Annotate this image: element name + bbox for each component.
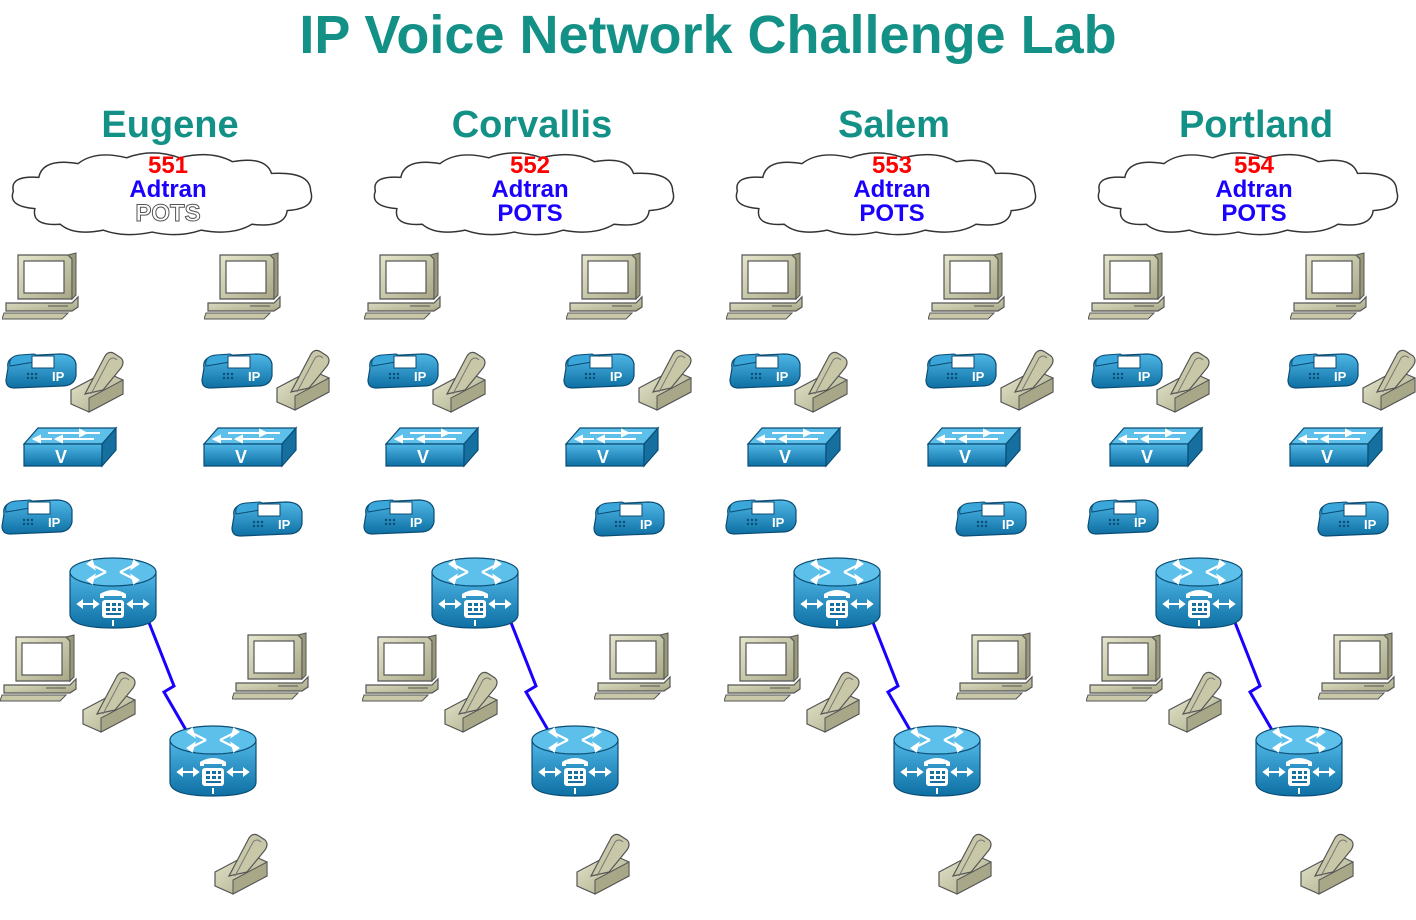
analog-phone-icon xyxy=(1300,833,1354,895)
analog-phone-icon xyxy=(938,833,992,895)
ip-phone-icon xyxy=(925,353,997,389)
analog-phone-icon xyxy=(444,671,498,733)
voice-router-icon xyxy=(430,556,520,630)
analog-phone-icon xyxy=(1156,351,1210,413)
service-label: POTS xyxy=(859,200,925,227)
service-label: POTS xyxy=(1221,200,1287,227)
voice-router-icon xyxy=(1154,556,1244,630)
serial-link-icon xyxy=(508,619,550,731)
service-label: POTS xyxy=(497,200,563,227)
pc-icon xyxy=(364,252,441,320)
site-number: 553 xyxy=(871,152,913,179)
site-name: Eugene xyxy=(101,104,239,146)
pc-icon xyxy=(566,252,643,320)
site-name: Salem xyxy=(838,104,950,146)
site-number: 552 xyxy=(509,152,551,179)
ip-phone-icon xyxy=(955,501,1027,537)
serial-link-icon xyxy=(1232,619,1274,731)
pc-icon xyxy=(1290,252,1367,320)
analog-phone-icon xyxy=(794,351,848,413)
analog-phone-icon xyxy=(576,833,630,895)
pc-icon xyxy=(1086,634,1163,702)
analog-phone-icon xyxy=(1362,349,1416,411)
pc-icon xyxy=(0,634,77,702)
provider-label: Adtran xyxy=(129,176,207,203)
analog-phone-icon xyxy=(432,351,486,413)
pc-icon xyxy=(594,632,671,700)
analog-phone-icon xyxy=(214,833,268,895)
provider-label: Adtran xyxy=(1215,176,1293,203)
voice-router-icon xyxy=(792,556,882,630)
serial-link-icon xyxy=(870,619,912,731)
analog-phone-icon xyxy=(82,671,136,733)
voice-switch-icon xyxy=(203,427,297,468)
analog-phone-icon xyxy=(1000,349,1054,411)
ip-phone-icon xyxy=(363,499,435,535)
site-name: Portland xyxy=(1178,104,1334,146)
ip-phone-icon xyxy=(201,353,273,389)
serial-link-icon xyxy=(146,619,188,731)
ip-phone-icon xyxy=(5,353,77,389)
pc-icon xyxy=(1318,632,1395,700)
ip-phone-icon xyxy=(1087,499,1159,535)
site-name: Corvallis xyxy=(451,104,613,146)
analog-phone-icon xyxy=(276,349,330,411)
page-title: IP Voice Network Challenge Lab xyxy=(299,5,1117,65)
analog-phone-icon xyxy=(1168,671,1222,733)
site-number: 551 xyxy=(147,152,189,179)
voice-switch-icon xyxy=(1289,427,1383,468)
ip-phone-icon xyxy=(593,501,665,537)
voice-router-icon xyxy=(168,724,258,798)
service-label: POTS xyxy=(135,200,201,227)
pc-icon xyxy=(726,252,803,320)
voice-switch-icon xyxy=(927,427,1021,468)
analog-phone-icon xyxy=(70,351,124,413)
ip-phone-icon xyxy=(231,501,303,537)
ip-phone-icon xyxy=(1317,501,1389,537)
voice-router-icon xyxy=(892,724,982,798)
ip-phone-icon xyxy=(1091,353,1163,389)
ip-phone-icon xyxy=(1,499,73,535)
pc-icon xyxy=(1088,252,1165,320)
site-number: 554 xyxy=(1233,152,1275,179)
analog-phone-icon xyxy=(638,349,692,411)
pc-icon xyxy=(2,252,79,320)
pc-icon xyxy=(232,632,309,700)
pc-icon xyxy=(204,252,281,320)
voice-switch-icon xyxy=(385,427,479,468)
pc-icon xyxy=(724,634,801,702)
voice-router-icon xyxy=(1254,724,1344,798)
analog-phone-icon xyxy=(806,671,860,733)
ip-phone-icon xyxy=(725,499,797,535)
ip-phone-icon xyxy=(1287,353,1359,389)
voice-router-icon xyxy=(68,556,158,630)
pc-icon xyxy=(928,252,1005,320)
voice-switch-icon xyxy=(565,427,659,468)
provider-label: Adtran xyxy=(491,176,569,203)
ip-phone-icon xyxy=(367,353,439,389)
ip-phone-icon xyxy=(729,353,801,389)
pc-icon xyxy=(956,632,1033,700)
provider-label: Adtran xyxy=(853,176,931,203)
voice-switch-icon xyxy=(23,427,117,468)
voice-switch-icon xyxy=(747,427,841,468)
ip-phone-icon xyxy=(563,353,635,389)
pc-icon xyxy=(362,634,439,702)
voice-switch-icon xyxy=(1109,427,1203,468)
voice-router-icon xyxy=(530,724,620,798)
